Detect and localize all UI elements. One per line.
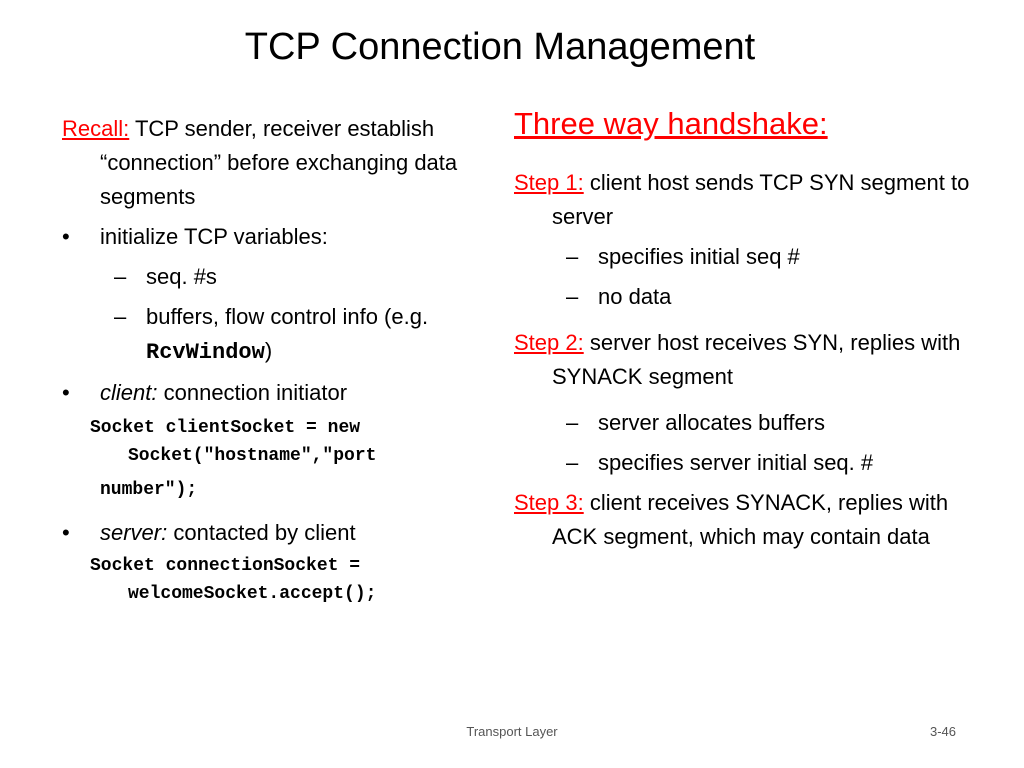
step-2: Step 2: server host receives SYN, replie… [514,326,974,394]
client-label: client: [100,380,158,405]
rcvwindow-code: RcvWindow [146,340,265,365]
server-label: server: [100,520,168,545]
bullet-client: • client: connection initiator [62,376,462,410]
step-3: Step 3: client receives SYNACK, replies … [514,486,974,554]
step-1: Step 1: client host sends TCP SYN segmen… [514,166,974,234]
client-text: connection initiator [163,380,348,405]
bullet-marker: • [62,520,70,545]
client-code-line-1: Socket clientSocket = new Socket("hostna… [90,418,377,466]
dash-marker: – [114,264,127,289]
bullet-text: initialize TCP variables: [100,224,328,249]
bullet-server: • server: contacted by client [62,516,462,550]
sub-text: no data [598,284,672,309]
step-3-label: Step 3: [514,490,584,515]
sub-text: buffers, flow control info (e.g. [146,304,429,329]
step-2-text: server host receives SYN, replies with S… [552,330,961,389]
recall-paragraph: Recall: TCP sender, receiver establish “… [62,112,462,214]
sub-text-end: ) [264,338,273,363]
step-2-sub-2: –specifies server initial seq. # [514,446,974,480]
sub-text: seq. #s [146,264,217,289]
sub-seq: –seq. #s [62,260,462,294]
step-2-sub-1: –server allocates buffers [514,406,974,440]
slide-title: TCP Connection Management [244,26,756,68]
bullet-marker: • [62,380,70,405]
sub-text: specifies initial seq # [598,244,800,269]
bullet-marker: • [62,224,70,249]
dash-marker: – [114,304,127,329]
dash-marker: – [566,410,579,435]
step-2-label: Step 2: [514,330,584,355]
sub-buffers: –buffers, flow control info (e.g. RcvWin… [62,300,462,370]
step-1-label: Step 1: [514,170,584,195]
recall-label: Recall: [62,116,130,141]
bullet-tcp-variables: • initialize TCP variables: [62,220,462,254]
step-1-sub-2: –no data [514,280,974,314]
dash-marker: – [566,450,579,475]
right-column: Three way handshake: Step 1: client host… [514,104,974,554]
left-column: Recall: TCP sender, receiver establish “… [62,112,462,608]
server-text: contacted by client [173,520,356,545]
sub-text: specifies server initial seq. # [598,450,874,475]
sub-text: server allocates buffers [598,410,826,435]
step-1-sub-1: –specifies initial seq # [514,240,974,274]
step-1-text: client host sends TCP SYN segment to ser… [552,170,970,229]
footer-center: Transport Layer [466,724,558,739]
dash-marker: – [566,244,579,269]
step-3-text: client receives SYNACK, replies with ACK… [552,490,949,549]
recall-text: TCP sender, receiver establish “connecti… [100,116,458,209]
client-code-line-2: number"); [100,480,198,500]
server-code: Socket connectionSocket = welcomeSocket.… [90,556,377,604]
handshake-heading: Three way handshake: [514,106,828,141]
page-number: 3-46 [930,724,957,739]
dash-marker: – [566,284,579,309]
